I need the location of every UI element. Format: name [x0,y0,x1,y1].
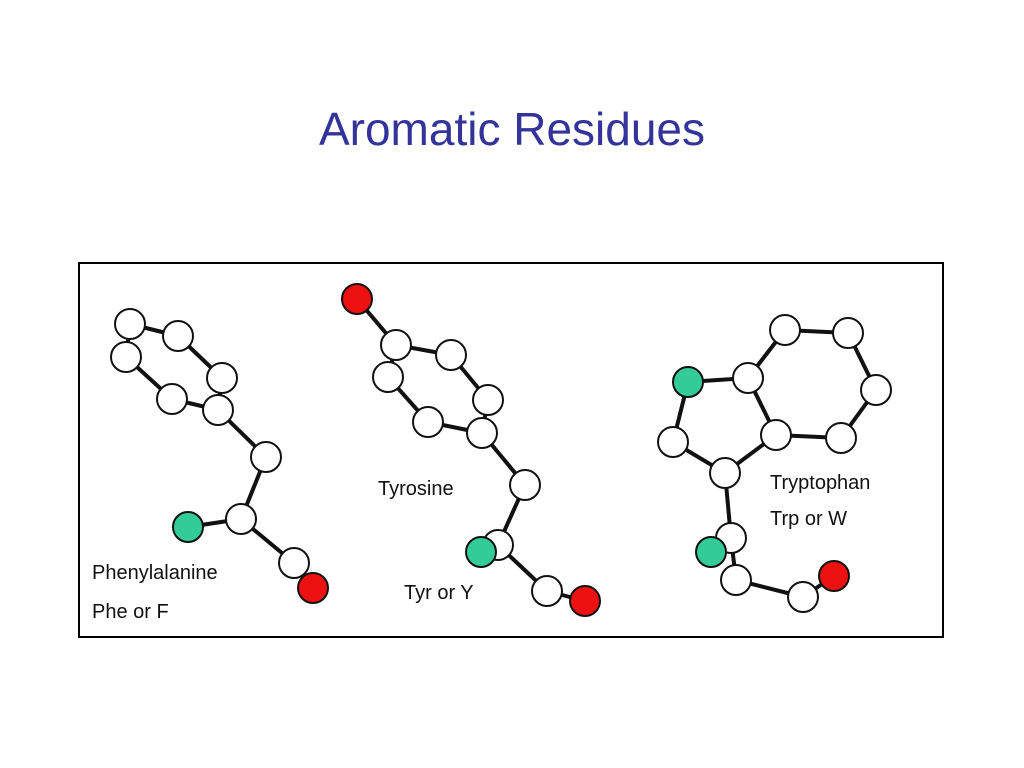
phenylalanine-carbon-atom [225,503,257,535]
tryptophan-nitrogen-atom [672,366,704,398]
phenylalanine-carbon-atom [162,320,194,352]
phenylalanine-oxygen-atom [297,572,329,604]
atom-layer [110,283,892,617]
tryptophan-oxygen-atom [818,560,850,592]
tryptophan-carbon-atom [860,374,892,406]
tyrosine-carbon-atom [380,329,412,361]
tyrosine-carbon-atom [412,406,444,438]
tyrosine-name-label: Tyrosine [378,478,454,500]
tryptophan-name-label: Tryptophan [770,472,870,494]
tyrosine-carbon-atom [372,361,404,393]
phenylalanine-code-label: Phe or F [92,601,169,623]
phenylalanine-carbon-atom [114,308,146,340]
tyrosine-code-label: Tyr or Y [404,582,474,604]
tyrosine-nitrogen-atom [465,536,497,568]
tryptophan-carbon-atom [657,426,689,458]
tyrosine-carbon-atom [435,339,467,371]
tryptophan-carbon-atom [732,362,764,394]
phenylalanine-carbon-atom [156,383,188,415]
tryptophan-carbon-atom [769,314,801,346]
phenylalanine-carbon-atom [278,547,310,579]
tyrosine-carbon-atom [472,384,504,416]
tryptophan-nitrogen-atom [695,536,727,568]
phenylalanine-carbon-atom [110,341,142,373]
tyrosine-carbon-atom [466,417,498,449]
phenylalanine-carbon-atom [202,394,234,426]
tryptophan-carbon-atom [760,419,792,451]
phenylalanine-carbon-atom [206,362,238,394]
tyrosine-oxygen-atom [341,283,373,315]
slide-title: Aromatic Residues [318,103,706,155]
tryptophan-carbon-atom [832,317,864,349]
tyrosine-carbon-atom [509,469,541,501]
tyrosine-oxygen-atom [569,585,601,617]
tryptophan-carbon-atom [825,422,857,454]
tryptophan-code-label: Trp or W [770,508,847,530]
tryptophan-carbon-atom [709,457,741,489]
tryptophan-carbon-atom [720,564,752,596]
tryptophan-carbon-atom [787,581,819,613]
phenylalanine-carbon-atom [250,441,282,473]
phenylalanine-name-label: Phenylalanine [92,562,218,584]
phenylalanine-nitrogen-atom [172,511,204,543]
tyrosine-carbon-atom [531,575,563,607]
